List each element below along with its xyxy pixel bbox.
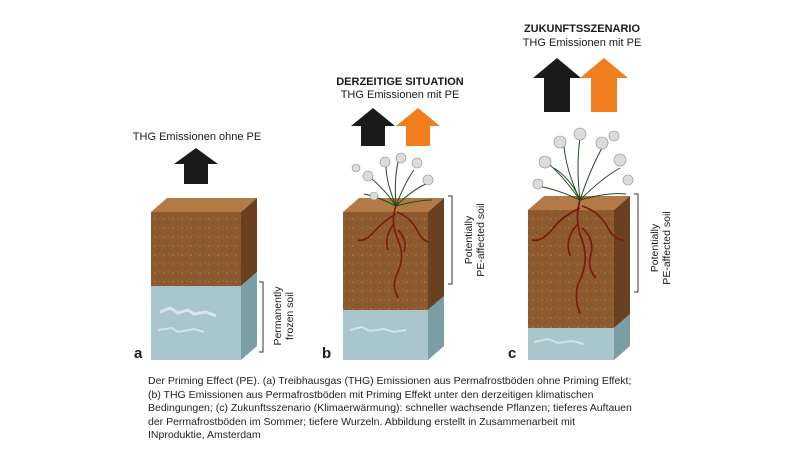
black-arrow-b (351, 108, 395, 146)
frozen-layer-side-a (241, 272, 257, 360)
caption-line: der Permafrostböden im Sommer; tiefere W… (148, 415, 575, 428)
black-arrow-a (174, 148, 218, 184)
soil-block-b (343, 198, 444, 360)
grass-plant-c (535, 137, 627, 201)
panel-letter-b: b (322, 345, 332, 362)
roots-b (357, 205, 430, 299)
soil-side-c (614, 196, 630, 328)
heading-b: DERZEITIGE SITUATION (336, 76, 464, 88)
frozen-layer-side-b (428, 296, 444, 360)
soil-label-b-line2: PE-affected soil (475, 203, 487, 277)
orange-arrow-b (396, 108, 440, 146)
figure-caption: Der Priming Effect (PE). (a) Treibhausga… (148, 375, 668, 443)
subheading-c: THG Emissionen mit PE (522, 37, 642, 49)
frozen-layer-front-a (151, 286, 241, 360)
soil-side-a (241, 198, 257, 286)
panel-c (528, 58, 639, 360)
subheading-b: THG Emissionen mit PE (340, 89, 460, 101)
soil-side-b (428, 198, 444, 310)
soil-label-a: Permanently frozen soil (272, 266, 296, 366)
soil-block-a (151, 198, 257, 360)
caption-line: Der Priming Effect (PE). (a) Treibhausga… (148, 375, 632, 387)
frozen-layer-front-b (343, 310, 428, 360)
roots-c (531, 199, 625, 315)
arrow-label-a: THG Emissionen ohne PE (132, 131, 262, 143)
heading-c: ZUKUNFTSSZENARIO (523, 23, 641, 35)
cotton-flowers-c (532, 127, 634, 190)
soil-top-a (151, 198, 257, 212)
soil-block-c (528, 196, 630, 360)
bracket-b (448, 195, 453, 285)
panel-b (343, 108, 453, 360)
soil-label-a-line2: frozen soil (284, 292, 296, 340)
frozen-layer-side-c (614, 314, 630, 360)
soil-label-c: Potentially PE-affected soil (649, 198, 673, 298)
panel-a (151, 148, 264, 360)
panel-letter-a: a (134, 345, 143, 362)
orange-arrow-c (580, 58, 628, 112)
frozen-layer-front-c (528, 328, 614, 360)
panel-letter-c: c (508, 345, 517, 362)
soil-label-c-line1: Potentially (649, 223, 661, 273)
bracket-c (634, 193, 639, 293)
black-arrow-c (533, 58, 581, 112)
caption-line: INproduktie, Amsterdam (148, 429, 261, 442)
soil-label-b: Potentially PE-affected soil (463, 190, 487, 290)
soil-label-a-line1: Permanently (272, 286, 284, 346)
soil-label-b-line1: Potentially (463, 215, 475, 265)
bracket-a (259, 281, 264, 353)
soil-label-c-line2: PE-affected soil (661, 211, 673, 285)
caption-line: (b) THG Emissionen aus Permafrostböden m… (148, 388, 594, 401)
caption-line: Bedingungen; (c) Zukunftsszenario (Klima… (148, 402, 632, 415)
cotton-flowers-b (351, 152, 434, 201)
